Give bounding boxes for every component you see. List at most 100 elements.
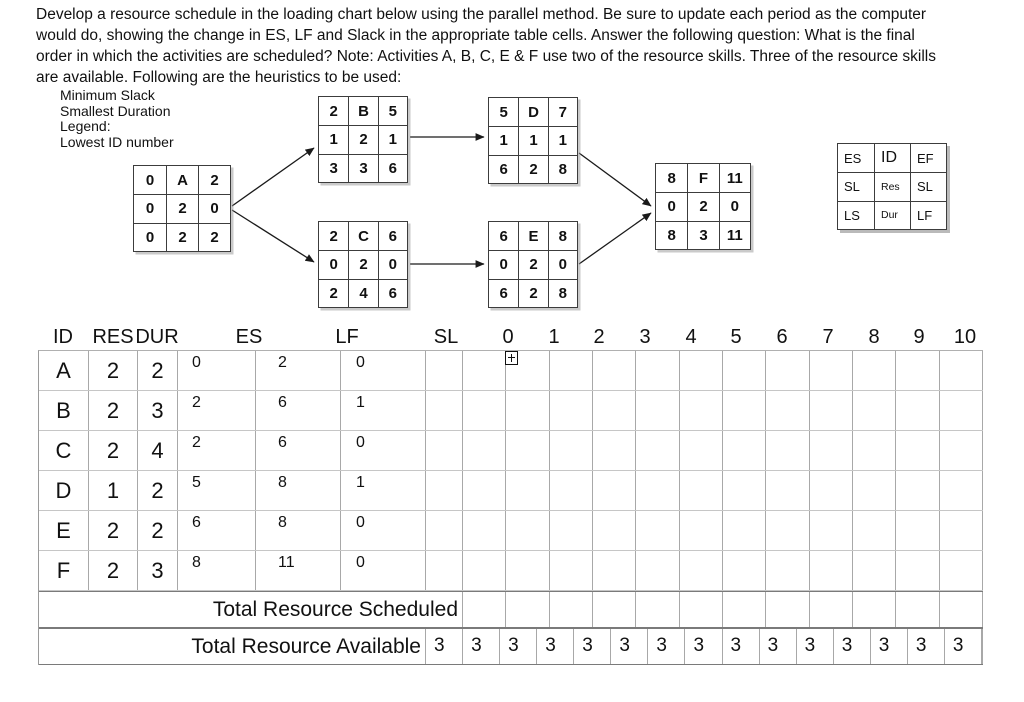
period-cell[interactable]: [636, 431, 680, 470]
cell-es[interactable]: 5: [178, 471, 256, 510]
period-cell[interactable]: [940, 551, 983, 590]
period-cell[interactable]: [593, 351, 637, 390]
cell-sl[interactable]: 1: [341, 471, 426, 510]
cell-sl[interactable]: 0: [341, 431, 426, 470]
spacer-cell[interactable]: [426, 351, 463, 390]
period-cell[interactable]: [766, 391, 810, 430]
period-cell[interactable]: [810, 471, 853, 510]
period-cell[interactable]: [593, 391, 637, 430]
period-cell[interactable]: [723, 551, 767, 590]
period-cell[interactable]: [680, 431, 723, 470]
period-cell[interactable]: [680, 391, 723, 430]
cell-es[interactable]: 2: [178, 391, 256, 430]
period-cell[interactable]: [636, 471, 680, 510]
cell-lf[interactable]: 11: [256, 551, 341, 590]
cell-sl[interactable]: 0: [341, 351, 426, 390]
period-cell[interactable]: [896, 592, 940, 627]
period-cell[interactable]: [550, 471, 593, 510]
period-cell[interactable]: [680, 471, 723, 510]
period-cell[interactable]: [810, 551, 853, 590]
period-cell[interactable]: [940, 351, 983, 390]
period-cell[interactable]: [810, 431, 853, 470]
period-cell[interactable]: [853, 431, 897, 470]
period-cell[interactable]: [680, 551, 723, 590]
period-cell[interactable]: [723, 351, 767, 390]
period-cell[interactable]: [550, 551, 593, 590]
period-cell[interactable]: [463, 511, 507, 550]
period-cell[interactable]: [896, 431, 940, 470]
spacer-cell[interactable]: [426, 551, 463, 590]
period-cell[interactable]: [506, 511, 550, 550]
period-cell[interactable]: [940, 471, 983, 510]
period-cell[interactable]: [463, 471, 507, 510]
cell-lf[interactable]: 6: [256, 391, 341, 430]
period-cell[interactable]: [853, 511, 897, 550]
period-cell[interactable]: [723, 592, 767, 627]
period-cell[interactable]: [680, 592, 723, 627]
period-cell[interactable]: [723, 511, 767, 550]
cell-es[interactable]: 8: [178, 551, 256, 590]
period-cell[interactable]: [506, 592, 550, 627]
period-cell[interactable]: [940, 592, 983, 627]
period-cell[interactable]: [550, 391, 593, 430]
period-cell[interactable]: [636, 391, 680, 430]
cell-lf[interactable]: 6: [256, 431, 341, 470]
period-cell[interactable]: [766, 351, 810, 390]
period-cell[interactable]: [896, 351, 940, 390]
period-cell[interactable]: [810, 511, 853, 550]
period-cell[interactable]: [940, 431, 983, 470]
period-cell[interactable]: [940, 391, 983, 430]
cell-es[interactable]: 0: [178, 351, 256, 390]
cell-sl[interactable]: 0: [341, 511, 426, 550]
period-cell[interactable]: [463, 592, 507, 627]
cell-lf[interactable]: 2: [256, 351, 341, 390]
period-cell[interactable]: [810, 391, 853, 430]
period-cell[interactable]: [593, 592, 637, 627]
period-cell[interactable]: [636, 551, 680, 590]
period-cell[interactable]: [593, 431, 637, 470]
period-cell[interactable]: [896, 471, 940, 510]
period-cell[interactable]: [463, 551, 507, 590]
period-cell[interactable]: [506, 351, 550, 390]
period-cell[interactable]: [463, 431, 507, 470]
cell-sl[interactable]: 0: [341, 551, 426, 590]
period-cell[interactable]: [506, 431, 550, 470]
period-cell[interactable]: [680, 351, 723, 390]
period-cell[interactable]: [810, 592, 853, 627]
spacer-cell[interactable]: [426, 391, 463, 430]
period-cell[interactable]: [723, 471, 767, 510]
period-cell[interactable]: [896, 551, 940, 590]
period-cell[interactable]: [853, 391, 897, 430]
period-cell[interactable]: [723, 431, 767, 470]
period-cell[interactable]: [766, 551, 810, 590]
period-cell[interactable]: [766, 431, 810, 470]
period-cell[interactable]: [636, 351, 680, 390]
period-cell[interactable]: [766, 511, 810, 550]
period-cell[interactable]: [463, 391, 507, 430]
period-cell[interactable]: [550, 431, 593, 470]
period-cell[interactable]: [896, 511, 940, 550]
period-cell[interactable]: [766, 592, 810, 627]
period-cell[interactable]: [593, 471, 637, 510]
period-cell[interactable]: [506, 471, 550, 510]
period-cell[interactable]: [853, 551, 897, 590]
cell-lf[interactable]: 8: [256, 511, 341, 550]
period-cell[interactable]: [853, 351, 897, 390]
period-cell[interactable]: [550, 511, 593, 550]
insert-cell-icon[interactable]: [505, 351, 518, 365]
period-cell[interactable]: [550, 592, 593, 627]
period-cell[interactable]: [896, 391, 940, 430]
period-cell[interactable]: [940, 511, 983, 550]
period-cell[interactable]: [723, 391, 767, 430]
period-cell[interactable]: [506, 391, 550, 430]
cell-lf[interactable]: 8: [256, 471, 341, 510]
period-cell[interactable]: [550, 351, 593, 390]
spacer-cell[interactable]: [426, 511, 463, 550]
period-cell[interactable]: [593, 511, 637, 550]
spacer-cell[interactable]: [426, 471, 463, 510]
period-cell[interactable]: [463, 351, 507, 390]
cell-es[interactable]: 6: [178, 511, 256, 550]
period-cell[interactable]: [766, 471, 810, 510]
period-cell[interactable]: [853, 592, 897, 627]
cell-sl[interactable]: 1: [341, 391, 426, 430]
